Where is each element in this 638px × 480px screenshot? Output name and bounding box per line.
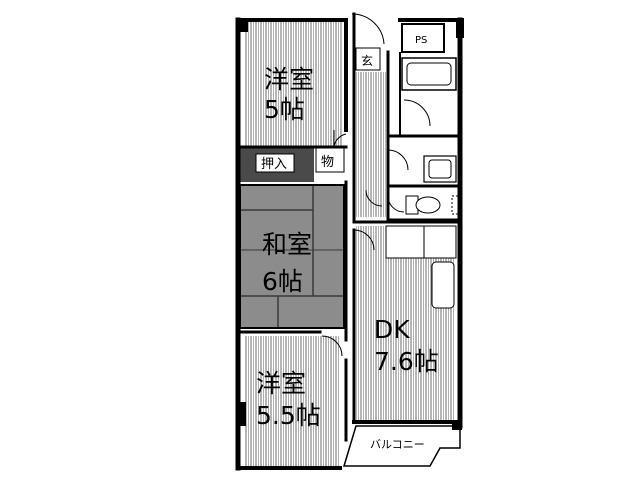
room-western-top: [244, 22, 342, 146]
closet-block: [240, 147, 345, 182]
japanese-name: 和室: [262, 230, 312, 259]
storage-label: 物: [321, 155, 334, 170]
room-western-bottom: [244, 336, 340, 466]
wet-area: [387, 52, 460, 222]
room-japanese-tatami: [239, 184, 345, 329]
room-doors: [321, 130, 383, 357]
closet-label: 押入: [261, 157, 287, 172]
dk-name: DK: [374, 315, 410, 344]
balcony-label: バルコニー: [370, 438, 425, 451]
entrance-label: 玄: [361, 53, 373, 68]
ps-shaft: [401, 23, 445, 53]
ps-label: PS: [415, 35, 427, 46]
western-bottom-size: 5.5帖: [256, 401, 321, 430]
walls: [235, 12, 463, 471]
japanese-size: 6帖: [262, 267, 303, 296]
western-bottom-name: 洋室: [256, 369, 306, 398]
western-top-name: 洋室: [264, 65, 314, 94]
pillars: [236, 18, 464, 430]
western-top-size: 5帖: [264, 95, 305, 124]
hallway: [356, 72, 386, 217]
entrance-door: [351, 13, 385, 71]
dk-size: 7.6帖: [374, 347, 439, 376]
room-dk: [356, 225, 457, 422]
